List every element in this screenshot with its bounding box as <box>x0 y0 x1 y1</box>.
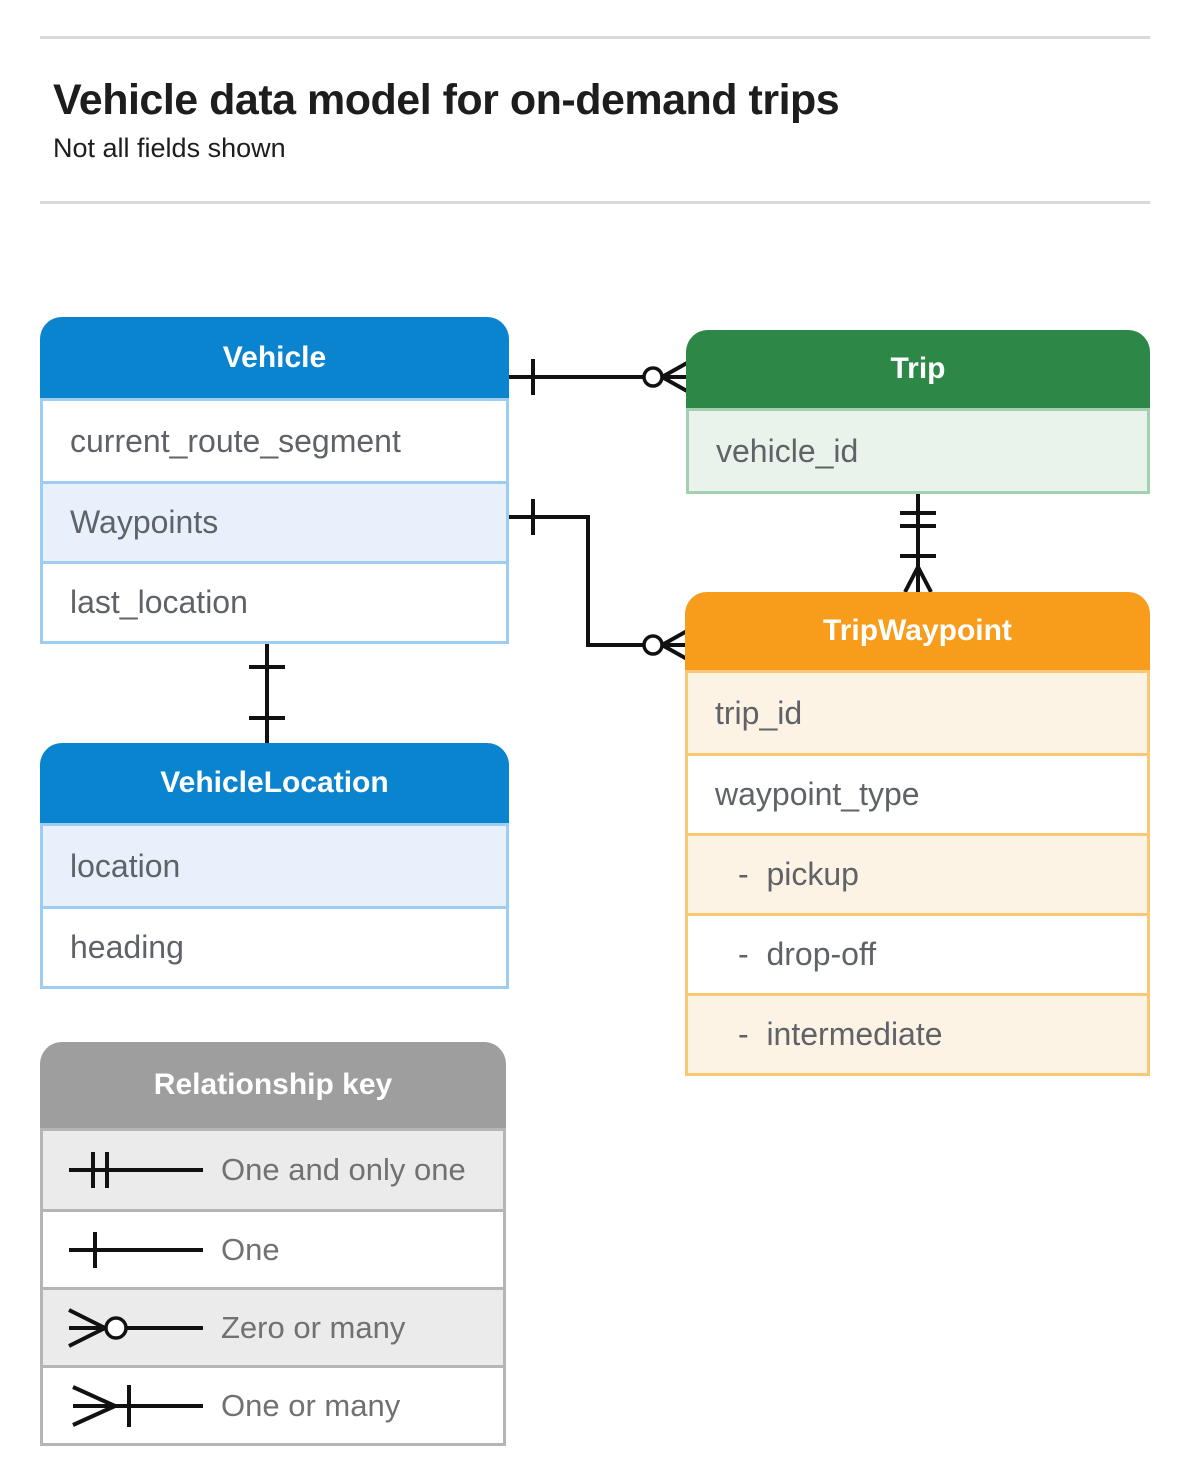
one-icon <box>69 1231 203 1268</box>
relationship-key-header: Relationship key <box>40 1042 506 1128</box>
vehicle-table-body: current_route_segment Waypoints last_loc… <box>40 398 509 644</box>
legend-label-zero-or-many: Zero or many <box>221 1309 406 1345</box>
legend-label-one-and-only-one: One and only one <box>221 1152 466 1187</box>
tripwaypoint-table-body: trip_id waypoint_type - pickup - drop-of… <box>685 670 1150 1076</box>
one-and-only-one-icon <box>69 1152 203 1188</box>
tripwaypoint-table: TripWaypoint trip_id waypoint_type - pic… <box>685 592 1150 1076</box>
trip-tripwaypoint-connector <box>900 489 936 593</box>
waypoints-tripwaypoint-connector <box>509 499 688 661</box>
vehicle-trip-connector <box>509 359 688 395</box>
legend-row-zero-or-many: Zero or many <box>43 1287 503 1365</box>
vehiclelocation-table: VehicleLocation location heading <box>40 743 509 989</box>
vehiclelocation-table-body: location heading <box>40 823 509 989</box>
legend-row-one-and-only-one: One and only one <box>43 1131 503 1209</box>
field-waypoints: Waypoints <box>43 481 506 561</box>
field-trip-id: trip_id <box>688 673 1147 753</box>
relationship-key-body: One and only one One Zero or many One <box>40 1128 506 1446</box>
vehicle-vehiclelocation-connector <box>249 638 285 743</box>
field-heading: heading <box>43 906 506 986</box>
field-intermediate: - intermediate <box>688 993 1147 1073</box>
vehicle-table-header: Vehicle <box>40 317 509 398</box>
field-vehicle-id: vehicle_id <box>689 411 1147 491</box>
field-drop-off: - drop-off <box>688 913 1147 993</box>
legend-label-one: One <box>221 1231 280 1267</box>
top-divider <box>40 36 1150 39</box>
field-location: location <box>43 826 506 906</box>
field-last-location: last_location <box>43 561 506 641</box>
one-or-many-icon <box>72 1384 203 1427</box>
page-title: Vehicle data model for on-demand trips <box>53 76 840 124</box>
title-divider <box>40 201 1150 204</box>
legend-row-one: One <box>43 1209 503 1287</box>
legend-row-one-or-many: One or many <box>43 1365 503 1443</box>
trip-table-body: vehicle_id <box>686 408 1150 494</box>
legend-label-one-or-many: One or many <box>221 1387 401 1423</box>
zero-or-many-icon <box>68 1307 203 1348</box>
page-subtitle: Not all fields shown <box>53 133 286 163</box>
vehicle-table: Vehicle current_route_segment Waypoints … <box>40 317 509 644</box>
field-current-route-segment: current_route_segment <box>43 401 506 481</box>
vehiclelocation-table-header: VehicleLocation <box>40 743 509 823</box>
trip-table: Trip vehicle_id <box>686 330 1150 494</box>
tripwaypoint-table-header: TripWaypoint <box>685 592 1150 670</box>
field-waypoint-type: waypoint_type <box>688 753 1147 833</box>
field-pickup: - pickup <box>688 833 1147 913</box>
relationship-key: Relationship key One and only one One Ze… <box>40 1042 506 1446</box>
trip-table-header: Trip <box>686 330 1150 408</box>
